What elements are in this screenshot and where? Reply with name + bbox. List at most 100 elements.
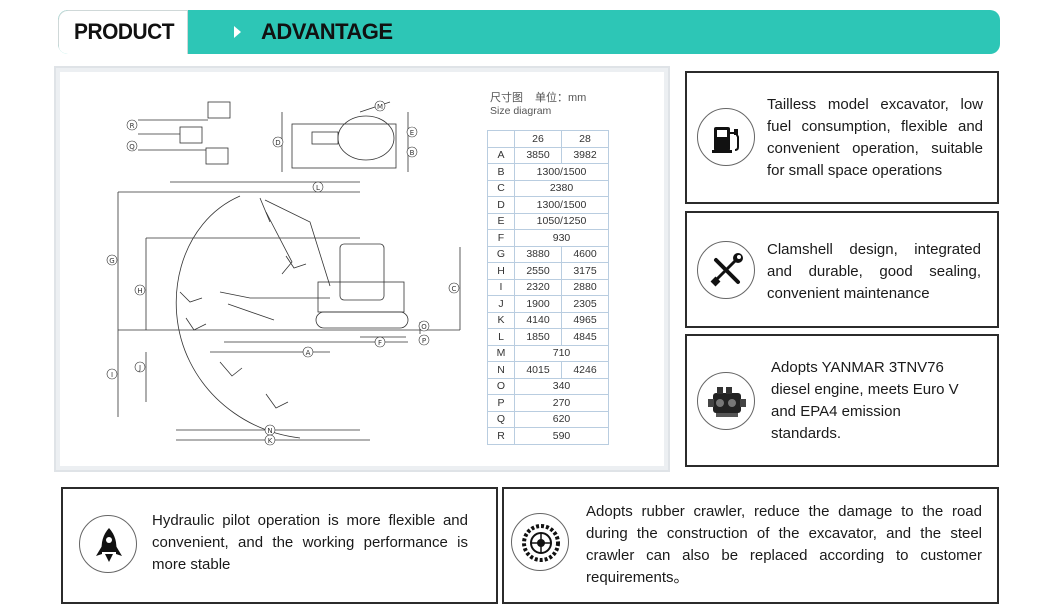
svg-text:P: P: [422, 337, 426, 345]
svg-text:K: K: [268, 437, 273, 445]
row-key: M: [487, 344, 515, 362]
row-value: 4246: [561, 361, 609, 379]
svg-text:H: H: [137, 287, 142, 295]
row-value: 2550: [514, 262, 562, 280]
row-value: 2880: [561, 278, 609, 296]
wrench-screwdriver-icon: [697, 241, 755, 299]
banner-advantage-text: ADVANTAGE: [261, 19, 393, 44]
fuel-pump-icon: [697, 108, 755, 166]
feature-box-fuel: Tailless model excavator, low fuel consu…: [685, 71, 999, 204]
svg-text:E: E: [410, 129, 414, 137]
row-value: 3850: [514, 146, 562, 164]
row-value: 4845: [561, 328, 609, 346]
svg-text:A: A: [306, 349, 311, 357]
row-key: R: [487, 427, 515, 445]
row-value: 3982: [561, 146, 609, 164]
row-value: 2305: [561, 295, 609, 313]
banner-notch: [234, 26, 241, 38]
row-key: G: [487, 245, 515, 263]
row-value: 1900: [514, 295, 562, 313]
svg-text:M: M: [377, 103, 383, 111]
row-key: P: [487, 394, 515, 412]
banner-product-text: PRODUCT: [74, 19, 175, 44]
feature-text-engine: Adopts YANMAR 3TNV76 diesel engine, meet…: [771, 359, 959, 442]
rocket-icon: [79, 515, 137, 573]
row-value: 3880: [514, 245, 562, 263]
excavator-line-drawing: R Q D E B M L G H I J A F P O C N K: [106, 100, 461, 446]
row-value: 340: [514, 377, 609, 395]
svg-text:C: C: [452, 285, 457, 293]
section-banner: PRODUCT ADVANTAGE: [58, 10, 1000, 54]
row-key: N: [487, 361, 515, 379]
row-value: 930: [514, 229, 609, 247]
svg-text:B: B: [410, 149, 415, 157]
svg-text:L: L: [316, 184, 320, 192]
row-key: L: [487, 328, 515, 346]
svg-text:F: F: [378, 339, 382, 347]
feature-text-tools: Clamshell design, integrated and durable…: [767, 241, 981, 302]
svg-text:J: J: [138, 364, 141, 372]
row-value: 2380: [514, 179, 609, 197]
row-value: 590: [514, 427, 609, 445]
feature-box-tools: Clamshell design, integrated and durable…: [685, 211, 999, 328]
table-header-row: 26 28: [487, 130, 609, 148]
svg-text:D: D: [275, 139, 280, 147]
row-value: 270: [514, 394, 609, 412]
size-diagram-panel: R Q D E B M L G H I J A F P O C N K 尺寸图单…: [60, 72, 664, 466]
column-header: 26: [514, 130, 562, 148]
svg-text:N: N: [267, 427, 272, 435]
feature-box-crawler: Adopts rubber crawler, reduce the damage…: [502, 487, 999, 604]
row-key: A: [487, 146, 515, 164]
row-value: 620: [514, 410, 609, 428]
row-value: 4965: [561, 311, 609, 329]
row-value: 1300/1500: [514, 196, 609, 214]
row-key: E: [487, 212, 515, 230]
row-value: 3175: [561, 262, 609, 280]
row-key: D: [487, 196, 515, 214]
row-key: O: [487, 377, 515, 395]
row-key: F: [487, 229, 515, 247]
row-key: J: [487, 295, 515, 313]
feature-text-hydraulic: Hydraulic pilot operation is more flexib…: [152, 512, 468, 573]
svg-text:O: O: [421, 323, 427, 331]
feature-box-hydraulic: Hydraulic pilot operation is more flexib…: [61, 487, 498, 604]
row-value: 1300/1500: [514, 163, 609, 181]
feature-text-crawler: Adopts rubber crawler, reduce the damage…: [586, 503, 982, 586]
row-value: 710: [514, 344, 609, 362]
row-key: B: [487, 163, 515, 181]
svg-text:G: G: [109, 257, 114, 265]
row-value: 1050/1250: [514, 212, 609, 230]
column-header: 28: [561, 130, 609, 148]
row-value: 2320: [514, 278, 562, 296]
size-diagram-subtitle: Size diagram: [490, 105, 552, 117]
row-value: 4600: [561, 245, 609, 263]
row-key: Q: [487, 410, 515, 428]
svg-text:I: I: [111, 371, 113, 379]
banner-white-tab: [58, 10, 188, 54]
row-key: K: [487, 311, 515, 329]
feature-text-fuel: Tailless model excavator, low fuel consu…: [767, 96, 983, 179]
row-key: I: [487, 278, 515, 296]
row-key: H: [487, 262, 515, 280]
feature-box-engine: Adopts YANMAR 3TNV76 diesel engine, meet…: [685, 334, 999, 467]
engine-icon: [697, 372, 755, 430]
svg-text:Q: Q: [129, 143, 135, 151]
